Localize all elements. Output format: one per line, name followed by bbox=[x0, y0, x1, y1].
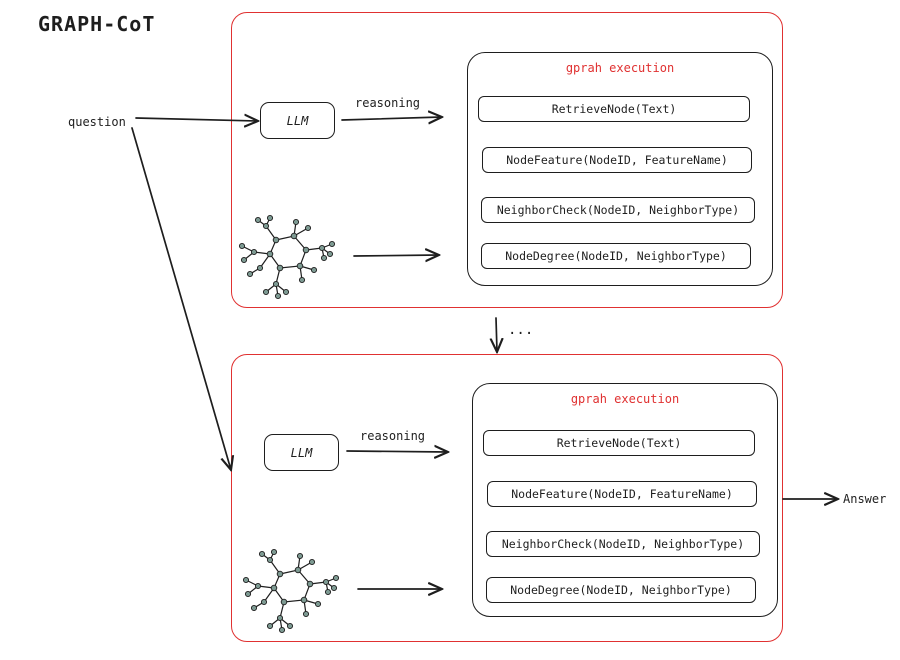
function-node-degree-2: NodeDegree(NodeID, NeighborType) bbox=[486, 577, 756, 603]
function-node-feature-1: NodeFeature(NodeID, FeatureName) bbox=[482, 147, 752, 173]
diagram-title: GRAPH-CoT bbox=[38, 12, 156, 36]
question-to-step2-arrow bbox=[131, 127, 231, 470]
llm-box-2: LLM bbox=[264, 434, 339, 471]
graph-execution-title-2: gprah execution bbox=[570, 392, 680, 406]
step-panel-1 bbox=[231, 12, 783, 308]
reasoning-label-1: reasoning bbox=[355, 96, 421, 110]
llm-box-1: LLM bbox=[260, 102, 335, 139]
llm-to-exec-arrow-1 bbox=[341, 117, 442, 120]
reasoning-label-2: reasoning bbox=[360, 429, 426, 443]
function-node-degree-1: NodeDegree(NodeID, NeighborType) bbox=[481, 243, 751, 269]
step1-to-step2-arrow bbox=[496, 317, 497, 352]
function-retrieve-node-1: RetrieveNode(Text) bbox=[478, 96, 750, 122]
graph-to-exec-arrow-1 bbox=[353, 255, 439, 256]
graph-icon bbox=[242, 548, 340, 634]
function-retrieve-node-2: RetrieveNode(Text) bbox=[483, 430, 755, 456]
continuation-label: ... bbox=[508, 322, 534, 338]
llm-to-exec-arrow-2 bbox=[346, 451, 448, 452]
function-node-feature-2: NodeFeature(NodeID, FeatureName) bbox=[487, 481, 757, 507]
answer-label: Answer bbox=[843, 492, 887, 506]
function-neighbor-check-2: NeighborCheck(NodeID, NeighborType) bbox=[486, 531, 760, 557]
question-label: question bbox=[68, 115, 126, 129]
graph-execution-title-1: gprah execution bbox=[565, 61, 675, 75]
function-neighbor-check-1: NeighborCheck(NodeID, NeighborType) bbox=[481, 197, 755, 223]
graph-icon bbox=[238, 214, 336, 300]
question-to-step1-arrow bbox=[135, 118, 258, 121]
step-panel-2 bbox=[231, 354, 783, 642]
